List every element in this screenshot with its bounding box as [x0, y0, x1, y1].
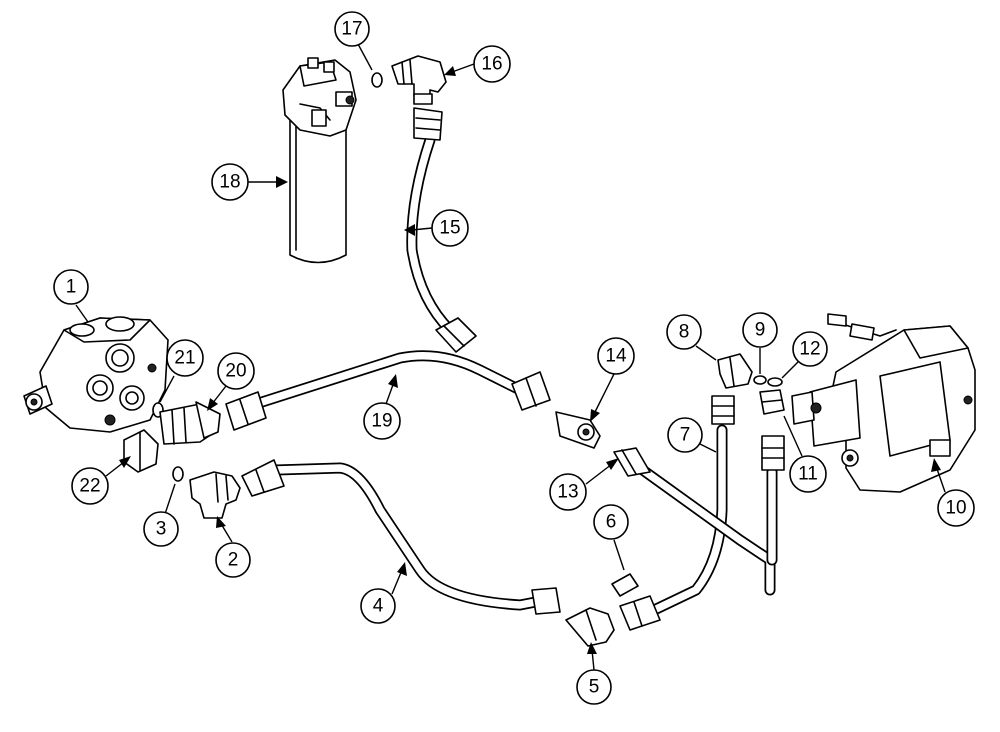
o-ring-9 [753, 375, 767, 385]
callout-label: 18 [219, 172, 240, 193]
valve-10 [791, 313, 976, 493]
o-ring-17 [371, 72, 383, 88]
hose-7 [619, 395, 735, 631]
callout-label: 3 [156, 519, 167, 540]
callout-9: 9 [742, 312, 778, 374]
callout-3: 3 [143, 483, 179, 547]
callout-label: 22 [79, 476, 100, 497]
filter-assembly [282, 57, 357, 264]
callout-label: 12 [799, 339, 820, 360]
callout-10: 10 [931, 458, 975, 527]
callout-16: 16 [444, 45, 511, 83]
callout-label: 1 [66, 277, 77, 298]
o-ring-12 [767, 377, 783, 387]
adapter-11 [759, 389, 785, 415]
callout-label: 9 [755, 320, 766, 341]
callout-8: 8 [666, 314, 717, 361]
callout-21: 21 [159, 339, 204, 403]
callout-label: 20 [225, 361, 246, 382]
callout-19: 19 [363, 374, 401, 440]
plug-22 [123, 429, 159, 473]
callout-6: 6 [593, 504, 629, 571]
callout-20: 20 [207, 352, 255, 411]
callout-label: 2 [228, 550, 239, 571]
hose-15 [406, 107, 477, 353]
callout-label: 7 [680, 425, 691, 446]
callout-label: 11 [798, 464, 818, 485]
callout-label: 17 [341, 19, 362, 40]
callout-12: 12 [781, 331, 828, 379]
callout-label: 6 [606, 512, 617, 533]
elbow-fitting-2 [189, 471, 241, 519]
hose-13 [613, 435, 785, 596]
callout-2: 2 [215, 516, 251, 578]
valve-1 [23, 316, 169, 433]
hose-4 [241, 459, 561, 615]
callout-15: 15 [404, 209, 469, 247]
callout-17: 17 [334, 11, 373, 71]
callout-label: 15 [439, 218, 460, 239]
elbow-fitting-5 [565, 607, 615, 647]
callout-14: 14 [590, 337, 635, 422]
callout-label: 8 [679, 322, 690, 343]
callout-label: 21 [174, 348, 195, 369]
callout-label: 19 [371, 411, 392, 432]
fitting-20 [159, 401, 221, 445]
callout-label: 4 [373, 596, 384, 617]
callout-label: 5 [589, 677, 600, 698]
clamp-6 [611, 573, 639, 597]
callout-7: 7 [667, 417, 717, 453]
callout-label: 14 [605, 346, 627, 367]
callout-13: 13 [549, 458, 619, 511]
callout-4: 4 [360, 562, 407, 624]
callout-18: 18 [211, 163, 288, 201]
callout-label: 10 [945, 498, 966, 519]
elbow-fitting-8 [717, 353, 753, 389]
elbow-fitting-16 [391, 55, 447, 105]
callout-1: 1 [53, 269, 89, 323]
callout-label: 16 [481, 54, 502, 75]
callout-11: 11 [783, 415, 827, 493]
callout-label: 13 [557, 482, 578, 503]
fitting-14 [555, 411, 601, 449]
callout-22: 22 [71, 456, 131, 505]
hose-19 [225, 350, 551, 431]
callout-5: 5 [576, 642, 612, 705]
o-ring-3 [172, 466, 184, 482]
